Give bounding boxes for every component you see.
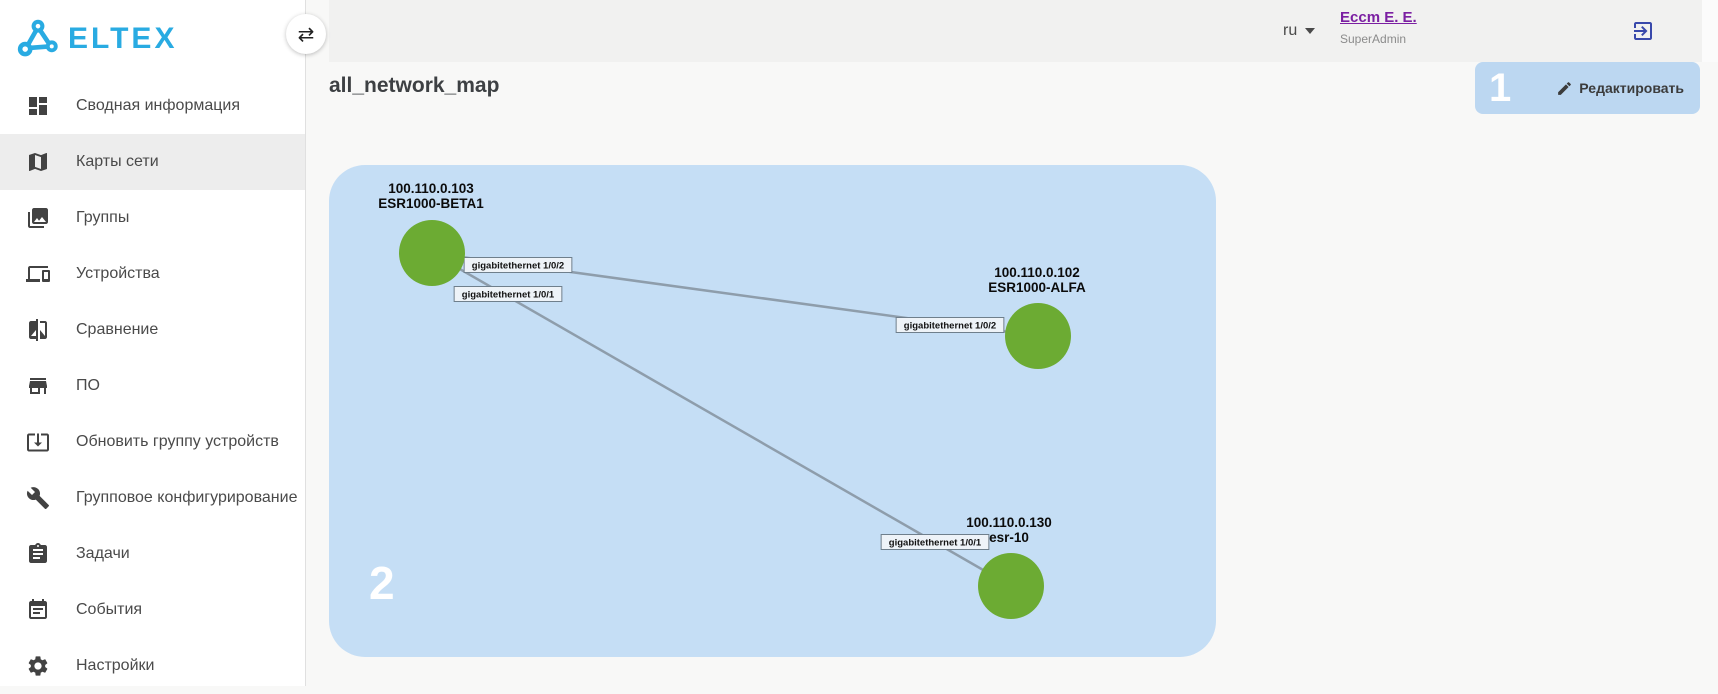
svg-text:gigabitethernet 1/0/1: gigabitethernet 1/0/1 bbox=[462, 290, 555, 301]
sidebar-item-label: Группы bbox=[76, 209, 130, 226]
annotation-marker-1: 1 bbox=[1489, 66, 1512, 110]
svg-text:gigabitethernet 1/0/2: gigabitethernet 1/0/2 bbox=[904, 321, 996, 332]
sidebar-item-0[interactable]: Сводная информация bbox=[0, 78, 305, 134]
device-ip-label: 100.110.0.103 bbox=[388, 181, 474, 196]
sidebar-item-label: События bbox=[76, 601, 143, 618]
sidebar-item-label: ПО bbox=[76, 377, 100, 394]
user-block: Eccm E. E. SuperAdmin bbox=[1340, 9, 1417, 46]
device-ip-label: 100.110.0.130 bbox=[966, 515, 1052, 530]
sidebar-item-label: Задачи bbox=[76, 545, 130, 562]
sidebar-item-label: Обновить группу устройств bbox=[76, 433, 279, 450]
update-group-icon bbox=[27, 433, 49, 452]
sidebar-item-1[interactable]: Карты сети bbox=[0, 134, 305, 190]
edit-button-label: Редактировать bbox=[1579, 80, 1684, 96]
language-selector[interactable]: ru bbox=[1283, 0, 1316, 62]
sidebar-item-2[interactable]: Группы bbox=[0, 190, 305, 246]
port-label: gigabitethernet 1/0/1 bbox=[880, 534, 990, 550]
sidebar-item-label: Настройки bbox=[76, 657, 155, 674]
groups-icon bbox=[28, 208, 48, 228]
page-title: all_network_map bbox=[329, 74, 500, 97]
language-value: ru bbox=[1283, 22, 1298, 39]
port-label: gigabitethernet 1/0/2 bbox=[463, 257, 573, 273]
software-icon bbox=[29, 378, 47, 394]
sidebar-item-10[interactable]: Настройки bbox=[0, 638, 305, 694]
svg-text:gigabitethernet 1/0/2: gigabitethernet 1/0/2 bbox=[472, 261, 564, 272]
eltex-molecule-icon bbox=[17, 19, 58, 57]
sidebar-item-label: Устройства bbox=[76, 265, 160, 282]
sidebar-item-7[interactable]: Групповое конфигурирование bbox=[0, 470, 305, 526]
chevron-down-icon bbox=[1305, 28, 1316, 34]
sidebar-item-6[interactable]: Обновить группу устройств bbox=[0, 414, 305, 470]
sidebar-item-8[interactable]: Задачи bbox=[0, 526, 305, 582]
edit-annotation-highlight: 1 Редактировать bbox=[1475, 62, 1700, 114]
compare-icon bbox=[29, 319, 47, 341]
pencil-icon bbox=[1558, 81, 1572, 95]
port-label: gigabitethernet 1/0/2 bbox=[895, 317, 1005, 333]
network-map-canvas[interactable]: 2 gigabitethernet 1/0/2 gigabitethernet 1… bbox=[329, 165, 1216, 657]
dashboard-icon bbox=[29, 97, 47, 115]
swap-arrows-icon: ⇄ bbox=[297, 23, 315, 46]
device-name-label: ESR1000-ALFA bbox=[988, 280, 1086, 295]
sidebar-item-label: Карты сети bbox=[76, 153, 159, 170]
device-name-label: esr-10 bbox=[989, 530, 1029, 545]
tasks-icon bbox=[29, 543, 47, 563]
sidebar-item-9[interactable]: События bbox=[0, 582, 305, 638]
svg-text:gigabitethernet 1/0/1: gigabitethernet 1/0/1 bbox=[889, 538, 982, 549]
annotation-marker-2: 2 bbox=[369, 557, 395, 609]
events-icon bbox=[29, 599, 47, 619]
sidebar-item-label: Групповое конфигурирование bbox=[76, 489, 298, 506]
sidebar-item-3[interactable]: Устройства bbox=[0, 246, 305, 302]
device-node-ESR1000-ALFA[interactable] bbox=[1005, 303, 1071, 369]
wrench-icon bbox=[26, 487, 49, 509]
scrollbar-gutter bbox=[1702, 0, 1718, 62]
map-icon bbox=[29, 153, 47, 171]
map-link[interactable] bbox=[431, 251, 1012, 588]
user-name-link[interactable]: Eccm E. E. bbox=[1340, 9, 1417, 26]
edit-map-button[interactable]: Редактировать bbox=[1556, 80, 1684, 97]
device-node-esr-10[interactable] bbox=[978, 553, 1044, 619]
user-role-label: SuperAdmin bbox=[1340, 32, 1407, 46]
port-label: gigabitethernet 1/0/1 bbox=[453, 286, 563, 302]
sidebar-item-label: Сравнение bbox=[76, 321, 159, 338]
sidebar-item-label: Сводная информация bbox=[76, 97, 240, 114]
topbar: ru Eccm E. E. SuperAdmin bbox=[329, 0, 1718, 62]
devices-icon bbox=[26, 266, 50, 282]
device-ip-label: 100.110.0.102 bbox=[994, 265, 1080, 280]
collapse-sidebar-button[interactable]: ⇄ bbox=[286, 14, 326, 54]
device-node-ESR1000-BETA1[interactable] bbox=[399, 220, 465, 286]
eltex-logo: eltex bbox=[0, 0, 305, 66]
sidebar-item-5[interactable]: ПО bbox=[0, 358, 305, 414]
settings-icon bbox=[28, 656, 48, 676]
logout-icon bbox=[1634, 22, 1652, 40]
eltex-logo-text: eltex bbox=[68, 22, 178, 55]
logout-button[interactable] bbox=[1630, 19, 1656, 45]
sidebar-item-4[interactable]: Сравнение bbox=[0, 302, 305, 358]
device-name-label: ESR1000-BETA1 bbox=[378, 196, 484, 211]
